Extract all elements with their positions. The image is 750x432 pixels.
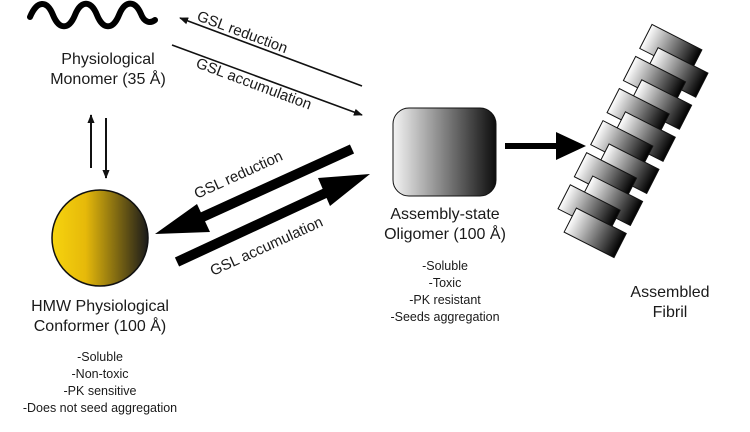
conformer-property: -Non-toxic (71, 367, 129, 381)
monomer-title-line1: Physiological (61, 51, 155, 68)
thick-arrow-gsl-accumulation (174, 174, 370, 267)
oligomer-properties: -Soluble -Toxic -PK resistant -Seeds agg… (360, 258, 530, 326)
oligomer-property: -Soluble (422, 259, 468, 273)
oligomer-property: -Seeds aggregation (390, 310, 500, 324)
fibril-block (563, 207, 627, 259)
equilibrium-arrows (87, 114, 110, 179)
conformer-title-line2: Conformer (100 Å) (33, 318, 167, 335)
thin-arrow-top-label: GSL reduction (195, 8, 290, 57)
fibril-label: Assembled Fibril (600, 283, 740, 323)
conformer-sphere (51, 189, 149, 287)
thin-arrow-bottom-label: GSL accumulation (194, 55, 314, 114)
conformer-title-line1: HMW Physiological (31, 298, 169, 315)
oligomer-title-line2: Oligomer (100 Å) (384, 226, 506, 243)
monomer-squiggle-icon (27, 0, 158, 30)
conformer-label: HMW Physiological Conformer (100 Å) (0, 297, 200, 337)
oligomer-property: -PK resistant (409, 293, 481, 307)
fibril-stack (557, 23, 709, 259)
thin-arrow-gsl-reduction (179, 17, 363, 87)
conformer-properties: -Soluble -Non-toxic -PK sensitive -Does … (0, 349, 200, 417)
oligomer-block (392, 107, 497, 197)
oligomer-label: Assembly-state Oligomer (100 Å) (360, 205, 530, 245)
oligomer-to-fibril-arrow (505, 132, 586, 160)
conformer-property: -PK sensitive (63, 384, 137, 398)
fibril-title-line2: Fibril (652, 304, 688, 321)
oligomer-title-line1: Assembly-state (390, 206, 500, 223)
thick-arrow-top-label: GSL reduction (192, 148, 286, 203)
thick-arrow-gsl-reduction (155, 144, 355, 234)
conformer-property: -Soluble (77, 350, 123, 364)
oligomer-property: -Toxic (428, 276, 462, 290)
conformer-property: -Does not seed aggregation (22, 401, 178, 415)
monomer-label: Physiological Monomer (35 Å) (18, 50, 198, 90)
monomer-title-line2: Monomer (35 Å) (50, 71, 166, 88)
thin-arrow-gsl-accumulation (171, 44, 363, 116)
fibril-title-line1: Assembled (630, 284, 710, 301)
